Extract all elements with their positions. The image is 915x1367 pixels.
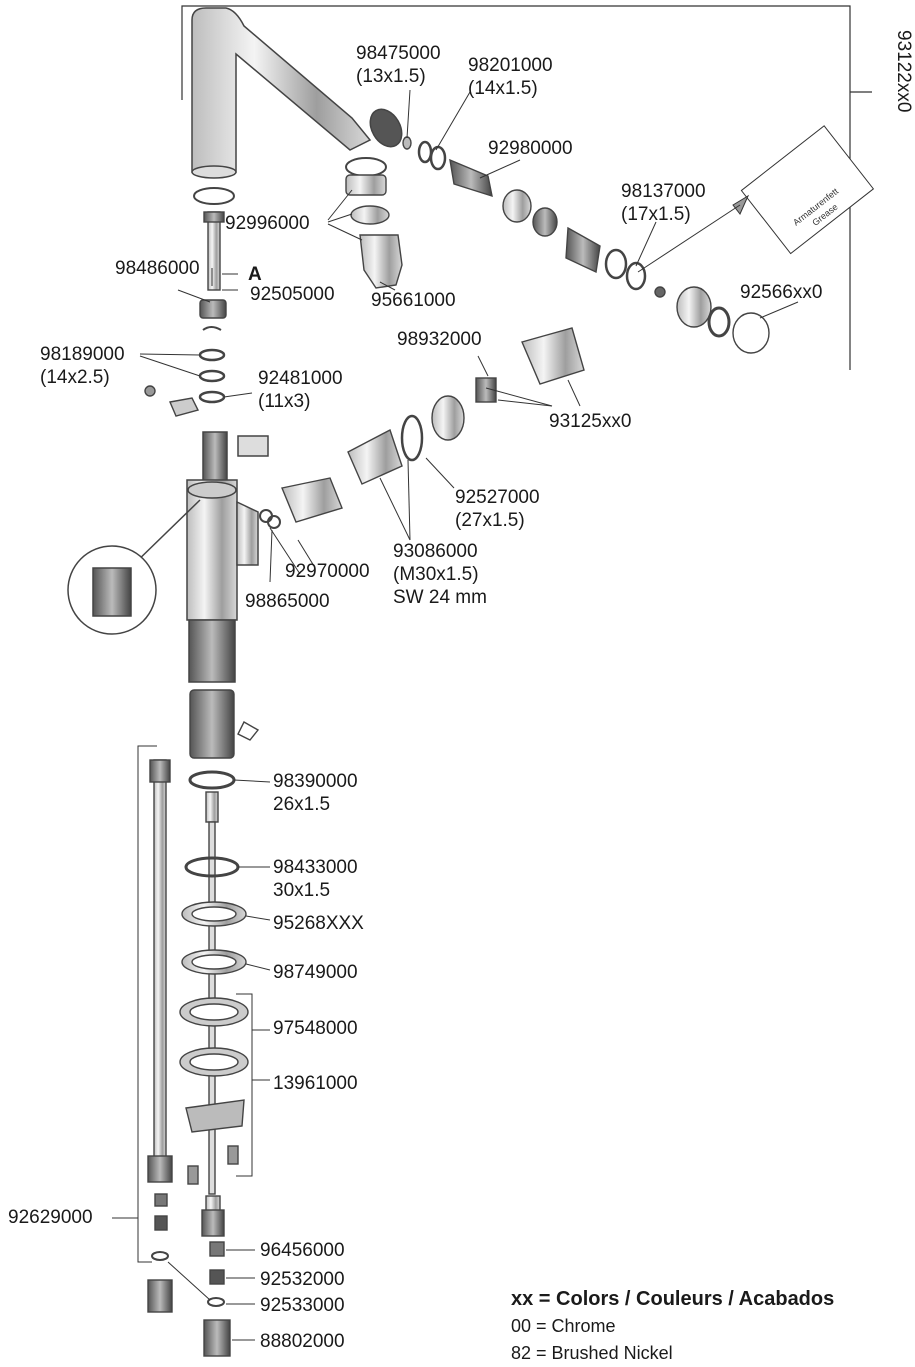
part-spec: 26x1.5 (273, 794, 331, 815)
marker-a: A (248, 264, 262, 285)
part-number: 92527000 (455, 487, 540, 508)
part-number: 88802000 (260, 1331, 345, 1352)
part-spec: (14x2.5) (40, 367, 110, 388)
part-number: 98137000 (621, 181, 706, 202)
spout-cartridge-parts (402, 136, 770, 354)
set-number-label: 93122xx0 (893, 30, 914, 113)
part-number: 96456000 (260, 1240, 345, 1261)
part-number: 98201000 (468, 55, 553, 76)
part-label: 96456000 (260, 1239, 345, 1262)
part-label: 92980000 (488, 137, 573, 160)
part-number: 95661000 (371, 290, 456, 311)
part-number: 93086000 (393, 541, 478, 562)
part-label: 92481000(11x3) (258, 367, 343, 413)
part-label: 92527000(27x1.5) (455, 486, 540, 532)
part-label: 98201000(14x1.5) (468, 54, 553, 100)
part-label: 92996000 (225, 212, 310, 235)
part-label: 92532000 (260, 1268, 345, 1291)
part-label: 93086000(M30x1.5)SW 24 mm (393, 540, 487, 609)
part-label: 98749000 (273, 961, 358, 984)
part-label: 88802000 (260, 1330, 345, 1353)
part-label: 95268XXX (273, 912, 364, 935)
part-number: 98475000 (356, 43, 441, 64)
legend-row-brushed-nickel: 82 = Brushed Nickel (511, 1343, 673, 1363)
color-legend: xx = Colors / Couleurs / Acabados 00 = C… (511, 1285, 834, 1367)
part-spec: (11x3) (258, 391, 311, 412)
part-number: 98749000 (273, 962, 358, 983)
part-label: 98189000(14x2.5) (40, 343, 125, 389)
part-label: 98137000(17x1.5) (621, 180, 706, 226)
part-label: 92566xx0 (740, 281, 822, 304)
part-label: 13961000 (273, 1072, 358, 1095)
part-number: 97548000 (273, 1018, 358, 1039)
part-number: 98433000 (273, 857, 358, 878)
part-number: 92505000 (250, 284, 335, 305)
part-spec: 30x1.5 (273, 880, 331, 901)
part-label: 92505000 (250, 283, 335, 306)
legend-title: xx = Colors / Couleurs / Acabados (511, 1288, 835, 1310)
grease-card (637, 125, 875, 273)
diverter-stem (144, 211, 227, 417)
installation-set (147, 689, 260, 1357)
part-number: 98390000 (273, 771, 358, 792)
part-number: 95268XXX (273, 913, 364, 934)
part-number: 92970000 (285, 561, 370, 582)
part-spec: (13x1.5) (356, 66, 426, 87)
part-spec: (17x1.5) (621, 204, 691, 225)
part-number: 13961000 (273, 1073, 358, 1094)
leader-lines (112, 89, 799, 1341)
part-spec: (14x1.5) (468, 78, 538, 99)
part-spec: (M30x1.5) (393, 564, 479, 585)
part-label: 92629000 (8, 1206, 93, 1229)
part-label: 98475000(13x1.5) (356, 42, 441, 88)
part-number: 92980000 (488, 138, 573, 159)
part-number: 92996000 (225, 213, 310, 234)
part-number: 93125xx0 (549, 411, 632, 432)
part-label: 92533000 (260, 1294, 345, 1317)
part-number: 92533000 (260, 1295, 345, 1316)
part-number: 98189000 (40, 344, 125, 365)
part-number: 98865000 (245, 591, 330, 612)
part-number: 98932000 (397, 329, 482, 350)
aerator-parts (193, 157, 403, 289)
part-label: 98932000 (397, 328, 482, 351)
part-label: 95661000 (371, 289, 456, 312)
handle-parts (259, 327, 585, 529)
part-label: 98486000 (115, 257, 200, 280)
part-label: 97548000 (273, 1017, 358, 1040)
legend-row-chrome: 00 = Chrome (511, 1316, 616, 1336)
part-label: 92970000 (285, 560, 370, 583)
mixer-body (67, 431, 269, 683)
part-spec: SW 24 mm (393, 587, 487, 608)
part-spec: (27x1.5) (455, 510, 525, 531)
part-number: 92481000 (258, 368, 343, 389)
part-label: 98865000 (245, 590, 330, 613)
part-number: 98486000 (115, 258, 200, 279)
part-number: 92629000 (8, 1207, 93, 1228)
spout (191, 7, 403, 179)
part-label: 93125xx0 (549, 410, 631, 433)
part-number: 92532000 (260, 1269, 345, 1290)
part-number: 92566xx0 (740, 282, 823, 303)
